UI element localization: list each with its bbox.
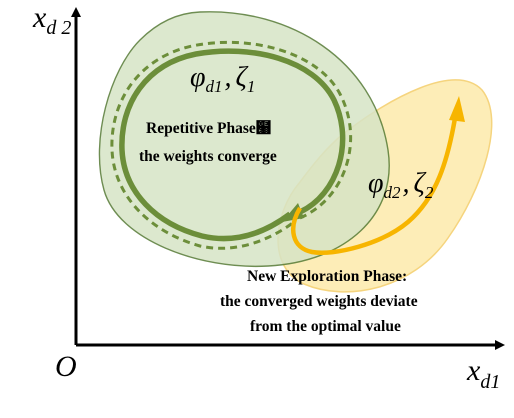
y-axis-label: xd 2 [32, 1, 71, 39]
exploration-path [291, 111, 459, 255]
exploration-phase-desc-1: the converged weights deviate [220, 293, 418, 310]
exploration-phase-title: New Exploration Phase: [247, 268, 407, 285]
repetitive-dashed-loop [110, 40, 353, 250]
exploration-arrowhead [449, 96, 465, 122]
repetitive-solid-loop [119, 48, 346, 242]
origin-label: O [55, 350, 77, 383]
x-axis-label: xd1 [466, 354, 500, 393]
repetitive-phase-title: Repetitive Phase๨ [146, 120, 271, 137]
repetitive-symbols: φd1,ζ1 [190, 62, 255, 96]
exploration-phase-desc-2: from the optimal value [250, 318, 401, 335]
exploration-symbols: φd2,ζ2 [368, 168, 434, 202]
repetitive-phase-desc: the weights converge [139, 148, 277, 165]
